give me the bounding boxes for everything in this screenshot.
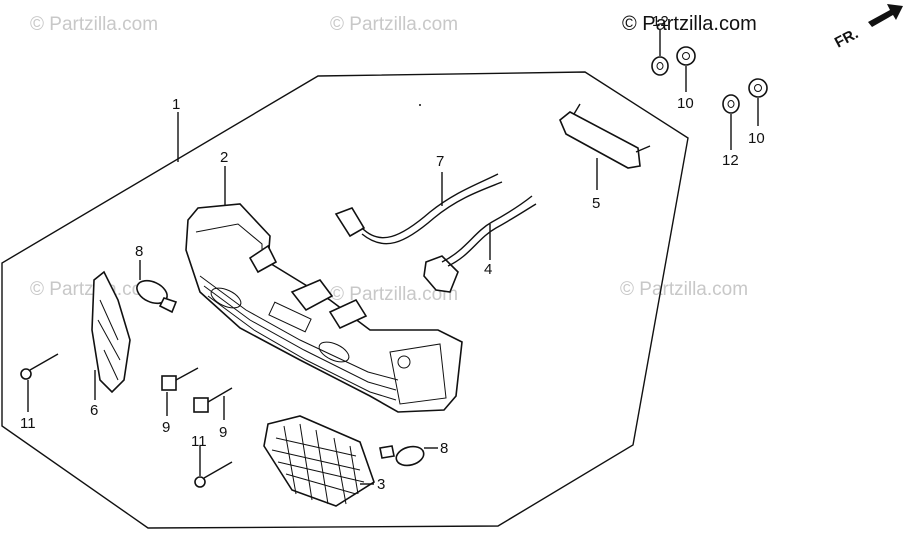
front-label: FR.: [832, 25, 861, 51]
assembly-outline: [1, 71, 689, 529]
watermark-mid-center: © Partzilla.com: [330, 284, 458, 305]
bolt-9a: [161, 367, 199, 391]
bulb-upper: [136, 279, 178, 314]
callout-1: 1: [172, 96, 180, 113]
callout-11b: 11: [191, 433, 207, 450]
washer-12a: [651, 56, 669, 76]
callout-3: 3: [377, 476, 385, 493]
screw-11b: [194, 461, 233, 488]
bulb-lower: [379, 445, 425, 467]
copyright-header: © Partzilla.com: [622, 13, 757, 35]
taillight-lens: [263, 415, 375, 507]
taillight-housing: [185, 203, 463, 413]
nut-10b: [748, 78, 768, 98]
callout-10a: 10: [677, 95, 694, 112]
wire-harnesses: [334, 173, 537, 293]
callout-8b: 8: [440, 440, 448, 457]
callout-2: 2: [220, 149, 228, 166]
callout-6: 6: [90, 402, 98, 419]
watermark-top-left: © Partzilla.com: [30, 14, 158, 35]
nut-10a: [676, 46, 696, 66]
callout-7: 7: [436, 153, 444, 170]
stray-mark: [419, 104, 421, 106]
screw-11a: [20, 353, 59, 380]
callout-12a: 12: [652, 13, 669, 30]
callout-4: 4: [484, 261, 492, 278]
washer-12b: [722, 94, 740, 114]
callout-8a: 8: [135, 243, 143, 260]
side-reflector: [91, 270, 131, 394]
callout-9a: 9: [162, 419, 170, 436]
front-direction-arrow: FR.: [832, 4, 903, 52]
bolt-9b: [193, 387, 233, 413]
watermark-top-center: © Partzilla.com: [330, 14, 458, 35]
callout-5: 5: [592, 195, 600, 212]
mounting-bracket: [559, 103, 651, 169]
callout-9b: 9: [219, 424, 227, 441]
callout-10b: 10: [748, 130, 765, 147]
callout-11a: 11: [20, 415, 36, 432]
callout-12b: 12: [722, 152, 739, 169]
watermark-mid-right: © Partzilla.com: [620, 279, 748, 300]
arrow-icon: [868, 4, 903, 27]
